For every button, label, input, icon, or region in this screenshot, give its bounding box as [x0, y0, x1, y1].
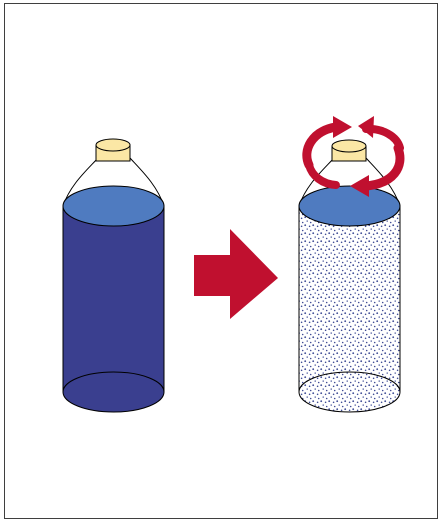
bottle-right-bottom: [299, 372, 400, 412]
bottle-left-bottom: [63, 372, 164, 412]
bottle-left-liquid-surface: [63, 186, 164, 226]
bottle-right-liquid-surface: [299, 186, 400, 226]
bottle-left: [63, 139, 164, 412]
bottle-left-cap-top: [96, 139, 130, 151]
bottle-right-cap-top: [332, 140, 366, 152]
bottle-left-body: [63, 206, 164, 392]
arrow-right-icon: [194, 229, 278, 319]
bottle-right-body: [299, 206, 400, 392]
